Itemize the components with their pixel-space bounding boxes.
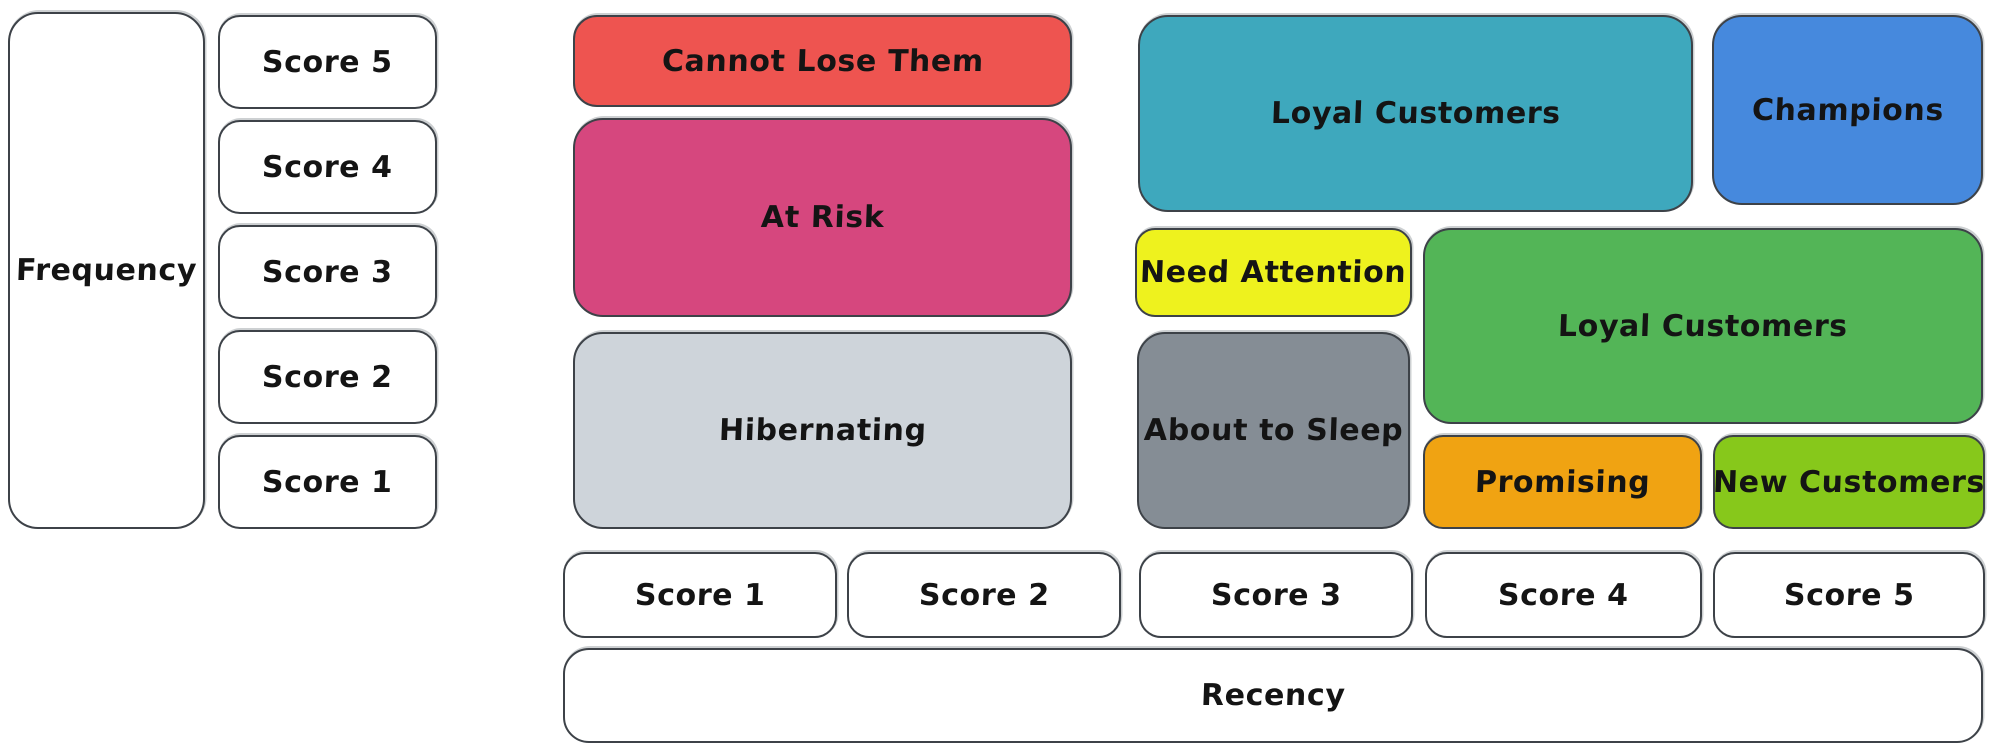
frequency-score-3-box: Score 3 <box>218 225 437 319</box>
segment-at-risk-label: At Risk <box>760 200 885 235</box>
frequency-score-1-box: Score 1 <box>218 435 437 529</box>
frequency-score-1-label: Score 1 <box>261 464 394 500</box>
recency-score-1-box: Score 1 <box>563 552 837 638</box>
recency-score-3-label: Score 3 <box>1210 577 1342 613</box>
segment-loyal-customers-mid: Loyal Customers <box>1423 228 1983 424</box>
recency-axis-box: Recency <box>563 648 1983 743</box>
segment-at-risk: At Risk <box>573 118 1072 317</box>
frequency-axis-label: Frequency <box>15 253 198 288</box>
frequency-score-2-box: Score 2 <box>218 330 437 424</box>
segment-promising: Promising <box>1423 435 1702 529</box>
segment-need-attention: Need Attention <box>1135 228 1412 317</box>
frequency-axis-box: Frequency <box>8 12 205 529</box>
segment-loyal-customers-mid-label: Loyal Customers <box>1557 308 1849 344</box>
segment-loyal-customers-top: Loyal Customers <box>1138 15 1693 212</box>
segment-about-to-sleep-label: About to Sleep <box>1143 413 1404 448</box>
recency-score-1-label: Score 1 <box>634 577 766 613</box>
frequency-score-2-label: Score 2 <box>261 359 394 395</box>
segment-cannot-lose-them-label: Cannot Lose Them <box>660 43 985 79</box>
segment-new-customers: New Customers <box>1712 435 1986 529</box>
recency-score-2-box: Score 2 <box>847 552 1121 638</box>
recency-score-4-label: Score 4 <box>1497 577 1630 613</box>
recency-score-3-box: Score 3 <box>1139 552 1413 638</box>
segment-new-customers-label: New Customers <box>1712 464 1986 500</box>
recency-score-5-box: Score 5 <box>1713 552 1985 638</box>
frequency-score-5-box: Score 5 <box>218 15 437 109</box>
segment-hibernating: Hibernating <box>573 332 1072 529</box>
segment-cannot-lose-them: Cannot Lose Them <box>573 15 1072 107</box>
frequency-score-4-box: Score 4 <box>218 120 437 214</box>
segment-champions-label: Champions <box>1750 92 1945 128</box>
frequency-score-5-label: Score 5 <box>261 44 394 80</box>
segment-champions: Champions <box>1712 15 1983 205</box>
recency-score-2-label: Score 2 <box>918 577 1050 613</box>
segment-loyal-customers-top-label: Loyal Customers <box>1270 96 1561 131</box>
recency-axis-label: Recency <box>1200 678 1346 713</box>
segment-need-attention-label: Need Attention <box>1139 255 1408 290</box>
recency-score-5-label: Score 5 <box>1783 577 1915 613</box>
recency-score-4-box: Score 4 <box>1425 552 1702 638</box>
segment-promising-label: Promising <box>1474 464 1651 500</box>
frequency-score-4-label: Score 4 <box>261 149 394 185</box>
segment-hibernating-label: Hibernating <box>718 413 927 448</box>
frequency-score-3-label: Score 3 <box>261 254 394 290</box>
segment-about-to-sleep: About to Sleep <box>1137 332 1410 529</box>
